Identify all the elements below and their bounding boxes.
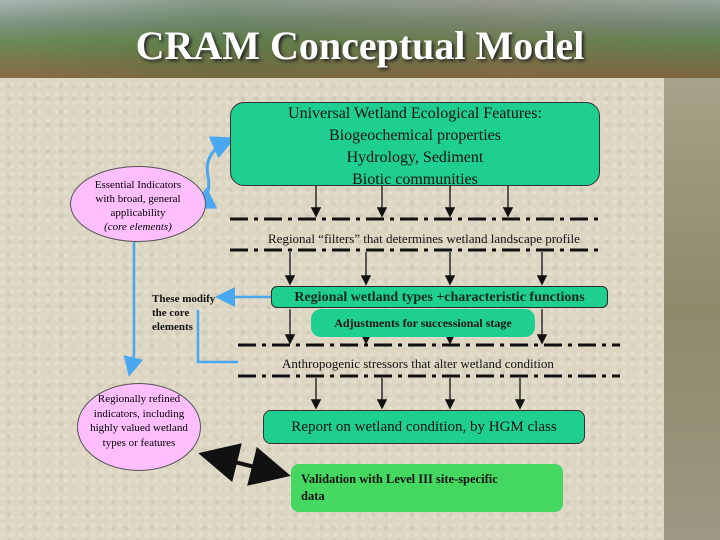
- universal-features-box: Universal Wetland Ecological Features: B…: [230, 102, 600, 188]
- stressors-label: Anthropogenic stressors that alter wetla…: [282, 356, 554, 371]
- universal-line-4: Biotic communities: [352, 171, 478, 188]
- wetland-types-box: Regional wetland types +characteristic f…: [271, 286, 608, 308]
- right-decorative-strip: [664, 78, 720, 540]
- regional-line-1: Regionally refined: [97, 393, 181, 405]
- regional-filters-label: Regional “filters” that determines wetla…: [268, 231, 580, 246]
- essential-line-3: applicability: [110, 207, 166, 219]
- modify-line-2: the core: [152, 307, 190, 319]
- essential-to-regional-arrow: [123, 242, 144, 377]
- slide-title: CRAM Conceptual Model: [135, 23, 585, 68]
- essential-indicators-oval: Essential Indicators with broad, general…: [70, 166, 206, 242]
- stressor-to-modify-connector: [196, 310, 238, 364]
- regional-line-2: indicators, including: [93, 407, 185, 420]
- modify-line-1: These modify: [152, 293, 216, 305]
- adjustments-box: Adjustments for successional stage: [311, 309, 535, 337]
- regional-line-3: highly valued wetland: [90, 422, 188, 434]
- essential-line-2: with broad, general: [95, 193, 181, 205]
- regional-line-4: types or features: [102, 436, 176, 449]
- universal-line-1: Universal Wetland Ecological Features:: [288, 105, 542, 122]
- essential-line-4: (core elements): [104, 221, 172, 233]
- regional-validation-double-arrow: [198, 443, 291, 486]
- title-banner: [0, 0, 720, 78]
- essential-line-1: Essential Indicators: [94, 179, 182, 191]
- modify-note: These modify the core elements: [152, 292, 232, 334]
- regionally-refined-oval: Regionally refined indicators, including…: [77, 383, 201, 471]
- validation-line-2: data: [301, 489, 325, 503]
- validation-box: Validation with Level III site-specific …: [291, 464, 563, 512]
- universal-line-2: Biogeochemical properties: [329, 127, 501, 144]
- validation-line-1: Validation with Level III site-specific: [301, 472, 498, 486]
- report-box: Report on wetland condition, by HGM clas…: [263, 410, 585, 444]
- modify-line-3: elements: [152, 321, 193, 333]
- universal-line-3: Hydrology, Sediment: [346, 149, 484, 166]
